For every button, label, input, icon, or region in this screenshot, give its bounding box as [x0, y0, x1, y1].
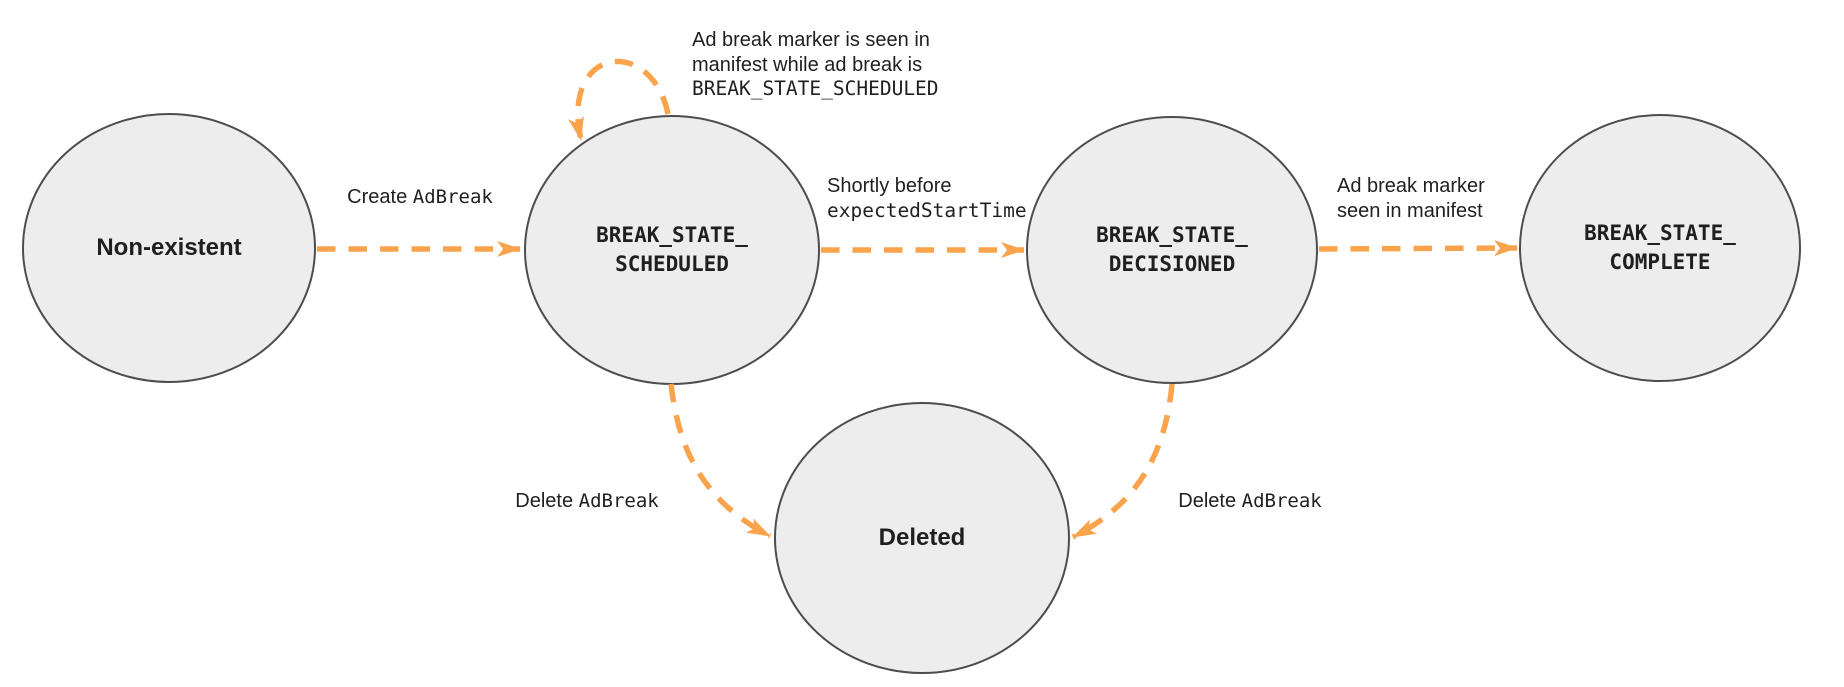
- state-node-complete: [1519, 114, 1801, 382]
- node-label-decisioned-line1: BREAK_STATE_: [1096, 223, 1248, 247]
- edge-label-delete-right-code: AdBreak: [1241, 489, 1322, 512]
- edge-to-complete-arrow: [1318, 240, 1518, 257]
- node-label-deleted: Deleted: [878, 524, 966, 551]
- edge-label-to-complete: Ad break marker seen in manifest: [1337, 174, 1485, 223]
- edge-delete-from-scheduled-arrow: [668, 383, 772, 539]
- state-node-deleted: [774, 402, 1070, 674]
- node-label-complete-line2: COMPLETE: [1609, 250, 1711, 274]
- node-label-scheduled: BREAK_STATE_ SCHEDULED: [596, 221, 748, 279]
- edge-label-self-loop-line1: Ad break marker is seen in: [692, 29, 930, 51]
- node-label-complete: BREAK_STATE_ COMPLETE: [1584, 219, 1736, 277]
- edge-delete-from-decisioned-arrow: [1071, 383, 1175, 540]
- node-label-decisioned-line2: DECISIONED: [1108, 252, 1236, 276]
- edge-label-delete-right-text: Delete: [1178, 489, 1237, 512]
- edge-label-delete-from-decisioned: Delete AdBreak: [1178, 489, 1321, 514]
- edge-label-self-loop: Ad break marker is seen in manifest whil…: [692, 28, 939, 102]
- node-label-complete-line1: BREAK_STATE_: [1584, 221, 1736, 245]
- edge-label-create-text: Create: [347, 185, 408, 208]
- state-node-non-existent: [22, 113, 316, 383]
- node-label-scheduled-line2: SCHEDULED: [615, 252, 729, 276]
- edge-label-to-decisioned: Shortly before expectedStartTime: [827, 174, 1027, 223]
- node-label-decisioned: BREAK_STATE_ DECISIONED: [1096, 221, 1248, 279]
- edge-label-delete-left-text: Delete: [515, 489, 574, 512]
- state-node-decisioned: [1026, 116, 1318, 384]
- edge-label-to-complete-line2: seen in manifest: [1337, 199, 1483, 222]
- edge-label-create-code: AdBreak: [412, 185, 493, 208]
- node-label-non-existent: Non-existent: [96, 234, 242, 261]
- edge-label-to-decisioned-line1: Shortly before: [827, 175, 952, 197]
- edge-label-to-complete-line1: Ad break marker: [1337, 175, 1485, 197]
- edge-label-to-decisioned-line2: expectedStartTime: [827, 198, 1027, 222]
- node-label-scheduled-line1: BREAK_STATE_: [596, 223, 748, 247]
- edge-label-create-adbreak: Create AdBreak: [347, 185, 493, 210]
- edge-label-self-loop-line3: BREAK_STATE_SCHEDULED: [692, 77, 939, 100]
- edge-label-delete-left-code: AdBreak: [578, 489, 659, 512]
- edge-label-delete-from-scheduled: Delete AdBreak: [515, 489, 658, 514]
- edge-label-self-loop-line2: manifest while ad break is: [692, 53, 923, 76]
